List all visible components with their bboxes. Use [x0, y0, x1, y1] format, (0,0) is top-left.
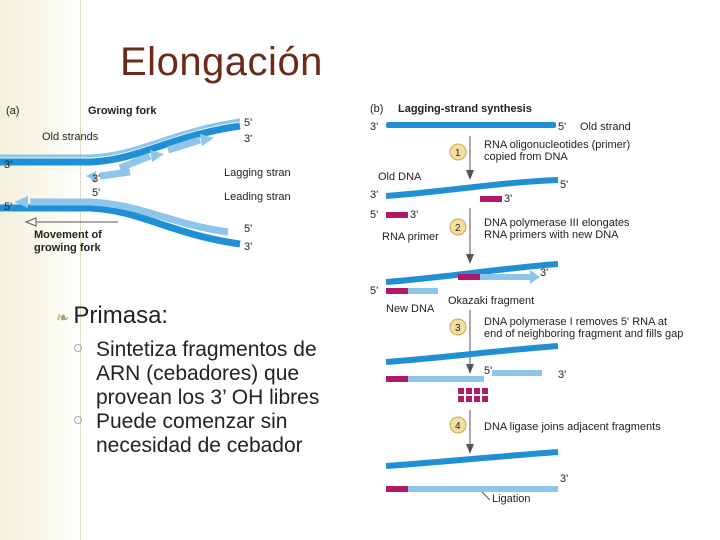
step-3-line-2: end of neighboring fragment and fills ga…: [484, 328, 683, 340]
step1-5-label: 5': [560, 179, 568, 191]
lagging-strand-diagram: (b) Lagging-strand synthesis 3' 5' Old s…: [370, 103, 683, 505]
step3-next-fragment: [492, 370, 542, 376]
label-3-left: 3': [4, 159, 12, 171]
okazaki-label: Okazaki fragment: [448, 295, 534, 307]
step4-left-primer: [386, 486, 408, 492]
label-5-mid: 5': [92, 187, 100, 199]
leading-strand-label: Leading strand: [224, 191, 290, 203]
step-2-line-2: RNA primers with new DNA: [484, 229, 619, 241]
top-5-label: 5': [558, 121, 566, 133]
label-3-top: 3': [244, 133, 252, 145]
step1-3c-label: 3': [410, 209, 418, 221]
lagging-arrowhead-3: [86, 171, 96, 182]
slide-title: Elongación: [120, 40, 323, 84]
step-3-circle: [449, 318, 467, 336]
step1-3-label: 3': [370, 189, 378, 201]
movement-label-2: growing fork: [34, 242, 101, 254]
step2-5-label: 5': [370, 285, 378, 297]
step1-3b-label: 3': [504, 193, 512, 205]
step-4-number: 4: [455, 421, 461, 432]
old-strand-label: Old strand: [580, 121, 631, 133]
step2-old-strand: [385, 261, 559, 285]
step-1-circle: [449, 143, 467, 161]
leading-arrowhead: [14, 196, 28, 208]
step-4-line-1: DNA ligase joins adjacent fragments: [484, 421, 661, 433]
lagging-fragment-1: [118, 152, 152, 172]
step3-3-label: 3': [558, 369, 566, 381]
step2-left-new: [408, 288, 438, 294]
lagging-arrowhead-2: [200, 134, 214, 146]
step-4-circle: [449, 416, 467, 434]
upper-old-strand: [0, 122, 241, 166]
step-2-circle: [449, 218, 467, 236]
ring-bullet-icon: [74, 344, 82, 352]
step-3-number: 3: [455, 323, 461, 334]
new-dna-label: New DNA: [386, 303, 435, 315]
step1-primer-left: [386, 212, 408, 218]
bullet-primasa-text: Primasa:: [73, 302, 169, 329]
left-divider: [80, 0, 81, 540]
lagging-fragment-3: [99, 168, 131, 180]
step-1-line-1: RNA oligonucleotides (primer): [484, 139, 630, 151]
step4-old-strand: [385, 449, 559, 469]
panel-a-letter: (a): [6, 105, 19, 117]
panel-b-letter: (b): [370, 103, 383, 115]
lagging-fragment-2: [166, 136, 202, 154]
step2-primer: [458, 274, 480, 280]
step2-new-dna: [480, 274, 530, 280]
upper-old-strand-edge: [0, 118, 241, 158]
growing-fork-label: Growing fork: [88, 105, 157, 117]
movement-arrowhead: [24, 217, 37, 227]
step1-5b-label: 5': [370, 209, 378, 221]
step2-left-primer: [386, 288, 408, 294]
left-decorative-strip: [0, 0, 82, 540]
top-3-label: 3': [370, 121, 378, 133]
panel-b-heading: Lagging-strand synthesis: [398, 103, 532, 115]
ring-bullet-icon: [74, 416, 82, 424]
sub-bullet-2: Puede comenzar sin necesidad de cebador: [74, 410, 360, 458]
label-3-mid: 3': [92, 173, 100, 185]
step-2-number: 2: [455, 223, 461, 234]
step2-3-label: 3': [540, 267, 548, 279]
sub-bullet-1: Sintetiza fragmentos de ARN (cebadores) …: [74, 338, 360, 410]
step-1-number: 1: [455, 148, 461, 159]
sub-bullet-1-text: Sintetiza fragmentos de ARN (cebadores) …: [96, 338, 320, 409]
leading-new-strand: [30, 198, 229, 236]
label-5-left: 5': [4, 201, 12, 213]
step1-old-strand: [385, 177, 559, 199]
step-2-line-1: DNA polymerase III elongates: [484, 217, 630, 229]
removed-rna-nucleotides: [458, 388, 488, 402]
old-strands-label: Old strands: [42, 131, 99, 143]
step3-5-label: 5': [484, 365, 492, 377]
sub-bullet-2-text: Puede comenzar sin necesidad de cebador: [96, 410, 303, 457]
lagging-strand-label: Lagging strand: [224, 167, 290, 179]
bullet-marker-icon: ❧: [56, 310, 70, 327]
lagging-arrowhead-1: [150, 150, 164, 162]
step3-new-dna: [408, 376, 484, 382]
rna-primer-label: RNA primer: [382, 231, 439, 243]
label-3-low: 3': [244, 241, 252, 253]
movement-label-1: Movement of: [34, 229, 102, 241]
top-old-strand: [386, 122, 556, 128]
step-3-line-1: DNA polymerase I removes 5' RNA at: [484, 316, 667, 328]
step1-primer-right: [480, 196, 502, 202]
step4-ligated-dna: [408, 486, 558, 492]
step-1-line-2: copied from DNA: [484, 151, 568, 163]
label-5-top: 5': [244, 117, 252, 129]
label-5-low: 5': [244, 223, 252, 235]
bullet-primasa: ❧Primasa:: [56, 302, 168, 330]
old-dna-label: Old DNA: [378, 171, 422, 183]
ligation-label: Ligation: [492, 493, 531, 505]
step3-old-strand: [385, 343, 559, 365]
sub-bullet-list: Sintetiza fragmentos de ARN (cebadores) …: [74, 338, 360, 458]
replication-fork-diagram: (a) Growing fork Old strands 5' 3' 3' 3'…: [0, 105, 290, 254]
step3-left-primer: [386, 376, 408, 382]
lower-old-strand: [0, 204, 241, 248]
step4-3-label: 3': [560, 473, 568, 485]
